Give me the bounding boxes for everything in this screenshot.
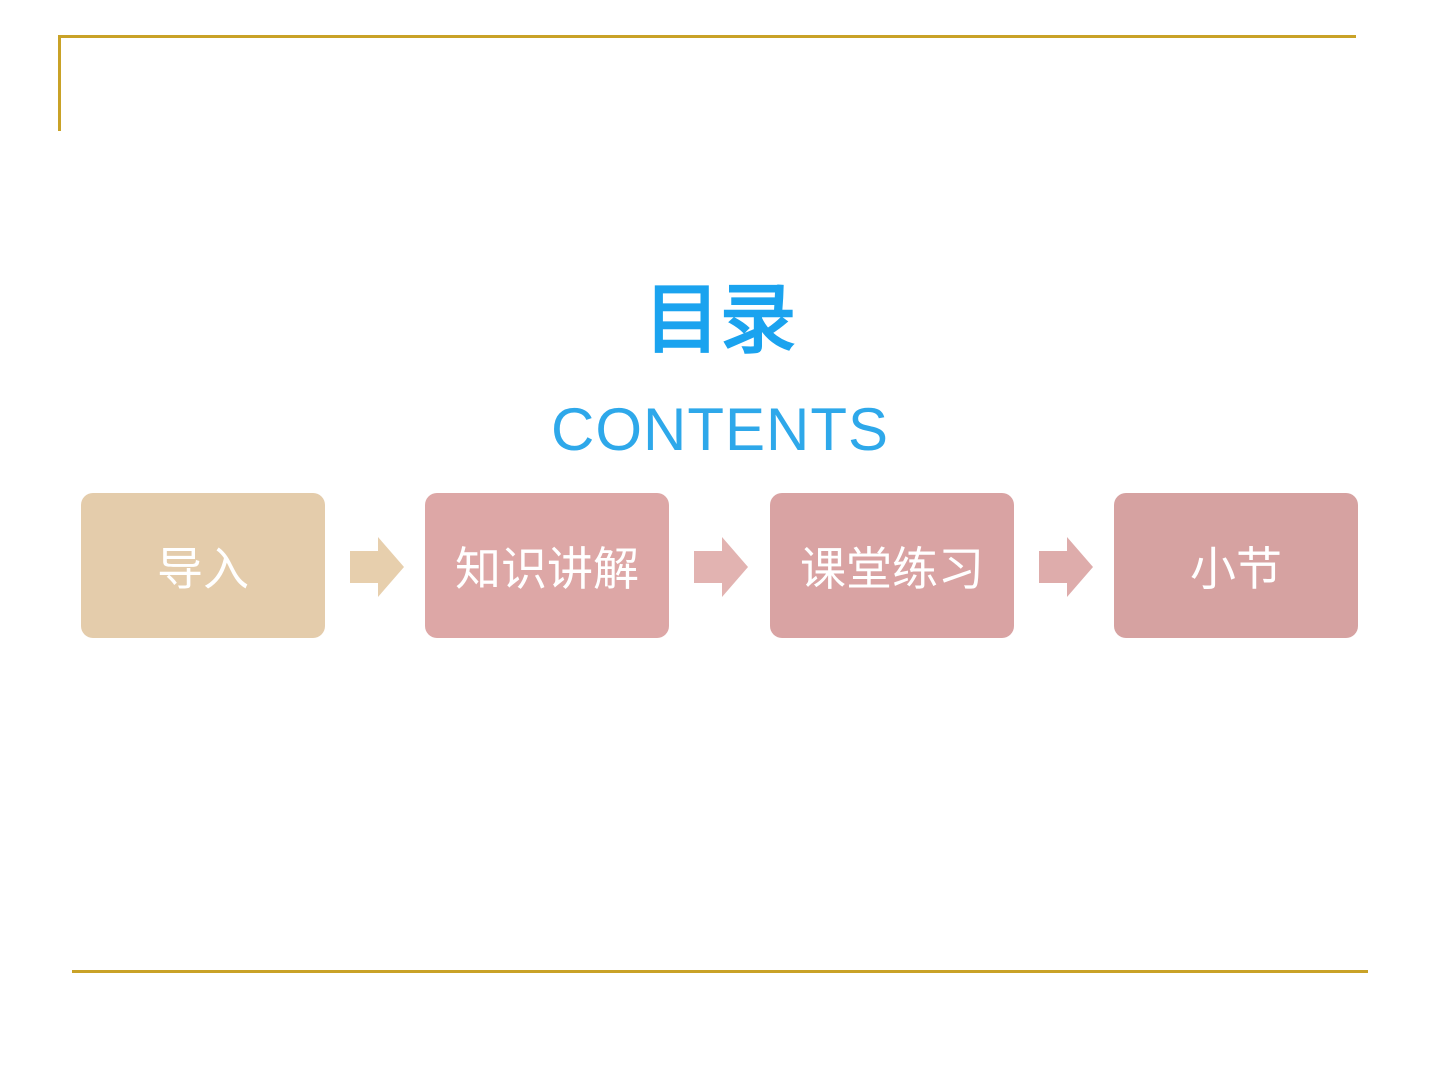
step-label: 课堂练习 <box>800 541 984 596</box>
step-knowledge[interactable]: 知识讲解 <box>425 493 669 638</box>
step-summary[interactable]: 小节 <box>1114 493 1358 638</box>
step-label: 知识讲解 <box>455 541 639 596</box>
step-label: 小节 <box>1190 541 1282 596</box>
frame-left-line <box>58 35 61 131</box>
arrow-right-icon <box>1039 537 1093 597</box>
slide-subtitle: CONTENTS <box>551 396 889 463</box>
step-label: 导入 <box>157 541 249 596</box>
step-intro[interactable]: 导入 <box>81 493 325 638</box>
frame-top-line <box>58 35 1356 38</box>
slide-title: 目录 <box>644 275 796 364</box>
arrow-right-icon <box>694 537 748 597</box>
arrow-right-icon <box>350 537 404 597</box>
step-practice[interactable]: 课堂练习 <box>770 493 1014 638</box>
frame-bottom-line <box>72 970 1368 973</box>
